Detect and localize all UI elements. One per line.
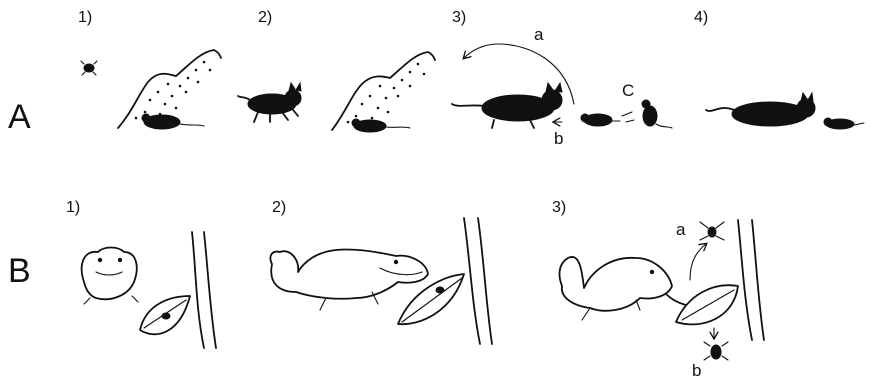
row-a-panel-2-label: 2) (258, 9, 272, 26)
tree-trunk-b2 (464, 218, 492, 344)
cat-silhouette-a3 (452, 83, 562, 128)
row-b-panel-1-label: 1) (66, 199, 80, 216)
row-a-label: A (8, 98, 31, 136)
falling-insect-icon (704, 342, 728, 360)
row-a-panel-1-label: 1) (78, 9, 92, 26)
tree-trunk-b3 (738, 220, 764, 340)
toad-sitting-b1 (82, 248, 138, 305)
mouse-silhouette-a2 (352, 119, 410, 132)
row-b-panel-3-label: 3) (552, 199, 566, 216)
arrow-c-label: C (622, 81, 634, 100)
dirt-mound-2 (332, 52, 435, 130)
mouse-silhouette-a3-right (642, 100, 672, 128)
toad-lunging-b2 (270, 249, 428, 310)
arrow-b-label: b (554, 129, 563, 148)
tree-trunk-b1 (192, 232, 216, 348)
leaf-with-insect-b1 (140, 296, 190, 334)
arrow-a-label-b: a (676, 220, 686, 239)
row-a-panel-4-label: 4) (694, 9, 708, 26)
arrow-c (622, 112, 634, 122)
flying-insect-icon (700, 222, 724, 240)
row-b-label: B (8, 252, 31, 290)
arrow-a-label: a (534, 25, 544, 44)
arrow-b-label-b: b (692, 361, 701, 380)
row-b-panel-2-label: 2) (272, 199, 286, 216)
cat-silhouette-a4 (706, 93, 815, 126)
mouse-silhouette-a4 (824, 118, 864, 129)
arrow-a-b (690, 244, 706, 280)
row-a-panel-3-label: 3) (452, 9, 466, 26)
mouse-silhouette-a1 (142, 114, 204, 129)
mouse-silhouette-a3-left (581, 114, 620, 126)
tiny-fly-icon (81, 61, 97, 75)
cat-silhouette-a2 (238, 83, 301, 122)
